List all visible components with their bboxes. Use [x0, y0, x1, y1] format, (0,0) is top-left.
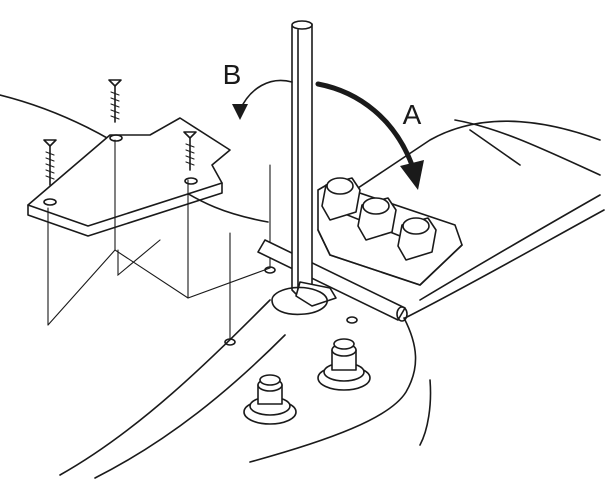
cover-screw-left — [43, 139, 57, 206]
cover-screw-middle — [108, 79, 123, 142]
allen-key — [271, 20, 337, 316]
truss-rod-cover-plate — [27, 117, 271, 341]
nut-clamp-2 — [357, 197, 397, 241]
arrow-a-clockwise — [315, 81, 424, 190]
arrow-b-counterclockwise — [232, 79, 293, 120]
locking-nut — [257, 177, 463, 322]
nut-clamp-3 — [397, 217, 437, 261]
headstock-body — [0, 94, 605, 479]
nut-clamp-1 — [321, 177, 361, 221]
cover-screw-right — [183, 131, 198, 185]
tuner-post-right — [317, 338, 371, 391]
label-b: B — [223, 59, 242, 90]
screw-holes — [224, 266, 358, 346]
tuner-post-left — [243, 374, 297, 425]
label-a: A — [403, 99, 422, 130]
